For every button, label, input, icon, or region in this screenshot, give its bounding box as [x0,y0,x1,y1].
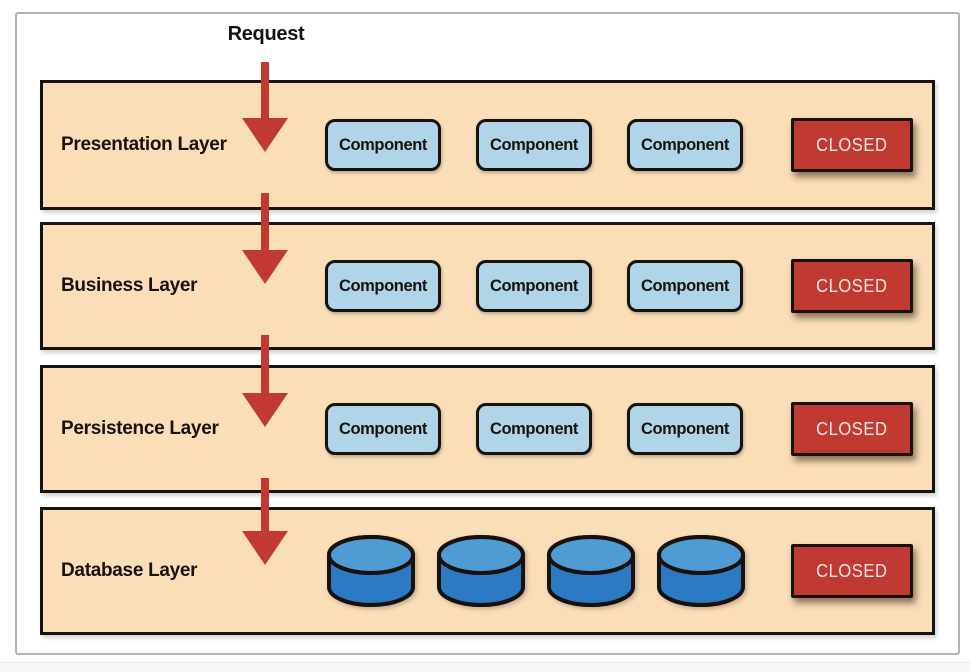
component-row: Component Component Component [325,403,743,455]
layer-persistence: Persistence Layer Component Component Co… [40,365,935,493]
component-box: Component [325,119,441,171]
component-box: Component [627,119,743,171]
component-label: Component [338,276,428,295]
arrow-head-icon [242,250,288,284]
closed-label: CLOSED [816,134,888,155]
arrow-shaft [261,478,269,531]
arrow-shaft [261,335,269,393]
arrow-head-icon [242,393,288,427]
component-box: Component [627,403,743,455]
closed-label: CLOSED [816,275,888,296]
closed-label: CLOSED [816,560,888,581]
component-box: Component [627,260,743,312]
component-label: Component [640,419,730,438]
component-label: Component [489,135,579,154]
closed-badge: CLOSED [791,402,913,456]
arrow-shaft [261,193,269,250]
request-arrow-4 [242,478,288,565]
component-label: Component [489,276,579,295]
arrow-head-icon [242,531,288,565]
request-label: Request [227,23,305,45]
closed-badge: CLOSED [791,259,913,313]
layer-database: Database Layer CLOSED [40,507,935,635]
component-row: Component Component Component [325,119,743,171]
layer-business: Business Layer Component Component Compo… [40,222,935,350]
request-arrow-2 [242,193,288,284]
layer-label: Persistence Layer [61,418,219,439]
layer-label: Database Layer [61,560,198,581]
database-cylinder-icon [437,535,525,607]
component-box: Component [476,260,592,312]
component-label: Component [640,135,730,154]
closed-label: CLOSED [816,418,888,439]
database-row [325,531,747,611]
component-box: Component [325,260,441,312]
layer-presentation: Presentation Layer Component Component C… [40,80,935,210]
layer-label: Presentation Layer [61,134,227,155]
component-box: Component [476,403,592,455]
arrow-shaft [261,62,269,118]
component-box: Component [476,119,592,171]
database-cylinder-icon [657,535,745,607]
arrow-head-icon [242,118,288,152]
component-box: Component [325,403,441,455]
closed-badge: CLOSED [791,544,913,598]
database-cylinder-icon [327,535,415,607]
component-label: Component [640,276,730,295]
request-arrow-1 [242,62,288,152]
page-bottom-edge [0,662,970,672]
component-label: Component [489,419,579,438]
component-label: Component [338,135,428,154]
database-cylinder-icon [547,535,635,607]
closed-badge: CLOSED [791,118,913,172]
component-label: Component [338,419,428,438]
request-arrow-3 [242,335,288,427]
component-row: Component Component Component [325,260,743,312]
layer-label: Business Layer [61,275,198,296]
